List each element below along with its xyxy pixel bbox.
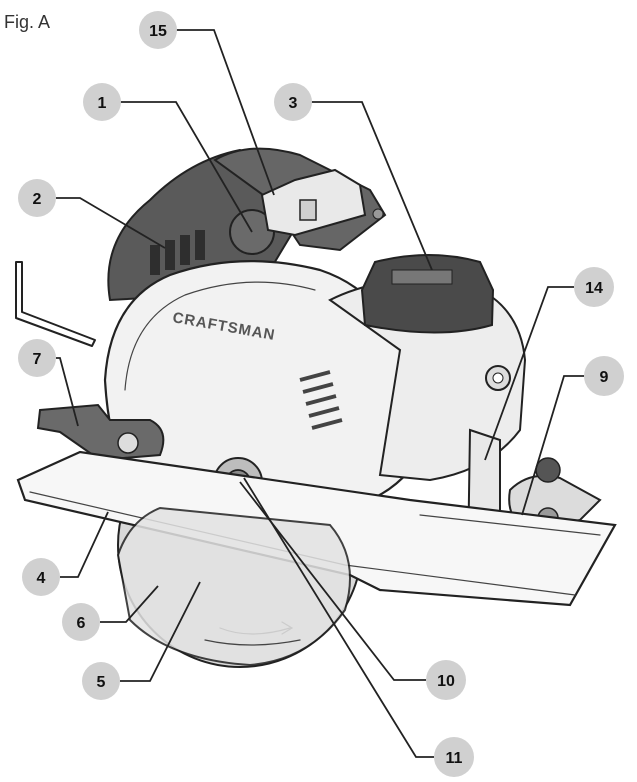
svg-text:1: 1 — [98, 95, 107, 112]
callout-10: 10 — [426, 660, 466, 700]
leader-3 — [310, 101, 433, 271]
svg-text:10: 10 — [437, 673, 455, 690]
callout-9: 9 — [584, 356, 624, 396]
callout-7: 7 — [18, 339, 56, 377]
svg-text:2: 2 — [33, 191, 42, 208]
svg-text:6: 6 — [77, 615, 86, 632]
leader-7 — [56, 357, 79, 427]
svg-text:14: 14 — [585, 280, 603, 297]
figure-title: Fig. A — [4, 12, 50, 32]
battery-gauge — [391, 269, 453, 285]
callout-14: 14 — [574, 267, 614, 307]
callouts: 15 1 3 2 14 7 9 4 — [18, 11, 624, 777]
svg-text:11: 11 — [446, 750, 463, 767]
leader-1 — [120, 101, 253, 233]
lower-blade-guard — [116, 506, 351, 667]
leader-11 — [243, 477, 434, 758]
leader-lines — [56, 29, 584, 758]
callout-5: 5 — [82, 662, 120, 700]
leader-6 — [100, 585, 159, 623]
callout-2: 2 — [18, 179, 56, 217]
svg-text:7: 7 — [33, 351, 42, 368]
leader-14 — [484, 286, 574, 461]
hex-key — [15, 261, 96, 347]
leader-15 — [176, 29, 275, 196]
svg-text:15: 15 — [149, 23, 167, 40]
svg-text:5: 5 — [97, 674, 106, 691]
leader-2 — [56, 197, 166, 249]
svg-text:9: 9 — [600, 369, 609, 386]
leader-10 — [239, 481, 426, 681]
svg-text:3: 3 — [289, 95, 298, 112]
svg-text:4: 4 — [37, 570, 46, 587]
leader-5 — [120, 581, 201, 682]
callout-15: 15 — [139, 11, 177, 49]
guard-vents — [299, 370, 343, 430]
motor-vents — [150, 230, 205, 275]
leader-9 — [521, 375, 584, 516]
leader-4 — [60, 511, 109, 578]
switch-screw — [372, 208, 384, 220]
callout-11: 11 — [434, 737, 474, 777]
lock-off-button — [299, 199, 317, 221]
battery-pack — [360, 254, 495, 334]
saw-illustration: CRAFTSMAN — [15, 147, 617, 668]
callout-3: 3 — [274, 83, 312, 121]
callout-1: 1 — [83, 83, 121, 121]
callout-6: 6 — [62, 603, 100, 641]
callout-4: 4 — [22, 558, 60, 596]
